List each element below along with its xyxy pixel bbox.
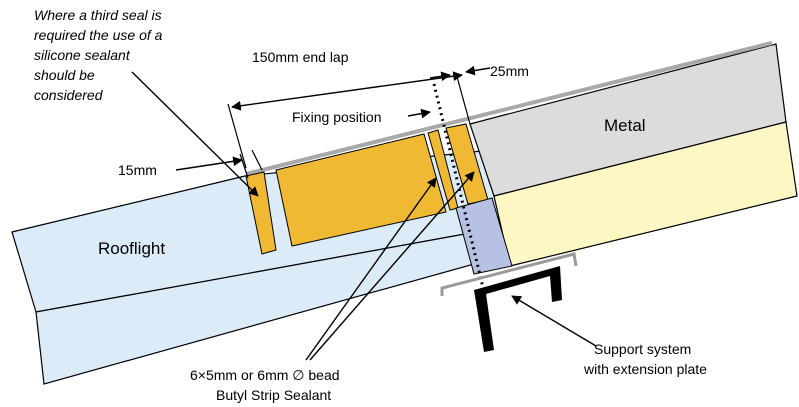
dim-15-label: 15mm: [118, 162, 157, 178]
rooflight-label: Rooflight: [98, 239, 165, 258]
note-line-5: considered: [34, 87, 104, 103]
butyl-sealant-main: [275, 133, 447, 247]
dim-15-extension-left: [239, 153, 249, 179]
dim-25-arrow-left: [429, 71, 451, 82]
fixing-position-label: Fixing position: [292, 109, 382, 125]
sealant-leader-2: [309, 171, 475, 361]
note-line-3: silicone sealant: [34, 47, 131, 63]
support-system: [474, 266, 562, 352]
third-seal-note: Where a third seal is required the use o…: [34, 7, 166, 103]
third-seal-leader: [131, 71, 259, 197]
support-label-line-1: Support system: [594, 341, 691, 357]
note-line-4: should be: [34, 67, 95, 83]
sealant-label-line-2: Butyl Strip Sealant: [216, 387, 331, 403]
sealant-label-line-1: 6×5mm or 6mm ∅ bead: [190, 367, 340, 383]
end-lap-left-extension: [227, 103, 247, 169]
extension-plate: [440, 252, 578, 296]
dim-15-extension-right: [251, 149, 263, 171]
dim-15-arrow: [175, 156, 243, 171]
fixing-position-line: [432, 83, 488, 301]
overlap-block: [455, 197, 513, 275]
metal-label: Metal: [604, 116, 646, 135]
end-lap-right-extension: [455, 72, 471, 125]
end-lap-label: 150mm end lap: [252, 49, 349, 65]
sealant-leader-1: [305, 177, 437, 361]
note-line-2: required the use of a: [34, 27, 163, 43]
fixing-position-leader: [407, 108, 431, 119]
dim-25-label: 25mm: [490, 63, 529, 79]
note-line-1: Where a third seal is: [34, 7, 162, 23]
support-leader: [511, 295, 597, 347]
end-lap-dimension: [231, 71, 463, 111]
support-label-line-2: with extension plate: [583, 361, 707, 377]
metal-top-edge: [245, 41, 773, 176]
dim-25-arrow-right: [465, 65, 491, 76]
